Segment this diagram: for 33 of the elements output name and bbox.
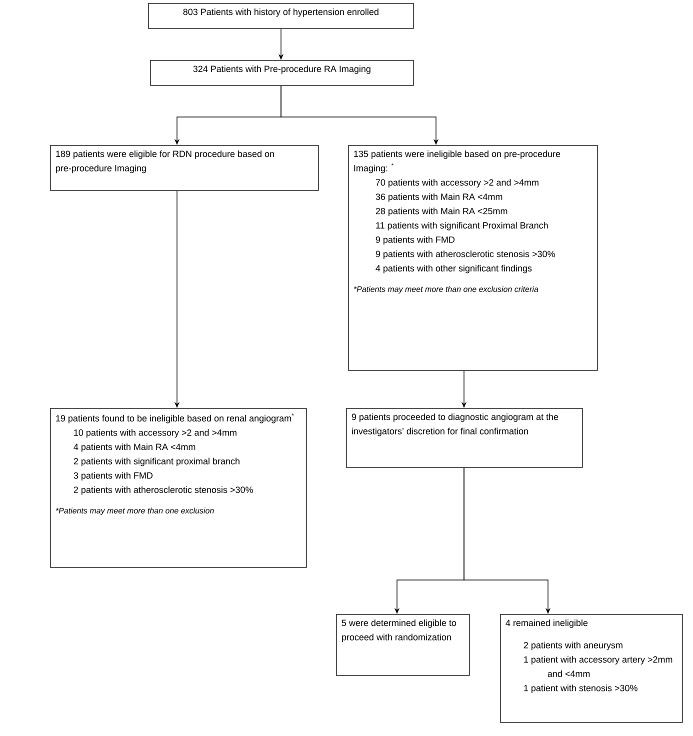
list-item: 10 patients with accessory >2 and >4mm [74, 429, 236, 438]
footnote: *Patients may meet more than one exclusion criteria [354, 286, 538, 294]
flow-box [346, 408, 583, 468]
list-item: 4 patients with Main RA <4mm [74, 443, 196, 452]
box-heading: 9 patients proceeded to diagnostic angiogram at the investigators’ discretion for final confirmation [352, 413, 558, 436]
box-heading: 19 patients found to be ineligible based on renal angiogram$^{*}$ [56, 413, 294, 424]
list-item: 2 patients with significant proximal branch [74, 458, 240, 466]
flow-box [150, 60, 414, 86]
box-heading: 189 patients were eligible for RDN procedure based on pre-procedure Imaging [56, 150, 274, 174]
flow-box [336, 614, 470, 676]
list-item: 9 patients with FMD [376, 236, 455, 245]
box-heading: 324 Patients with Pre-procedure RA Imaging [193, 65, 370, 74]
flow-box [148, 3, 414, 29]
list-item: 11 patients with significant Proximal Branch [376, 222, 548, 230]
list-item: 1 patient with accessory artery >2mm and <4mm [524, 656, 672, 677]
flow-box [50, 145, 319, 191]
list-item: 4 patients with other significant findings [376, 264, 532, 274]
box-heading: 5 were determined eligible to proceed with randomization [342, 619, 456, 642]
box-heading: 135 patients were ineligible based on pre-procedure Imaging: $^{*}$ [354, 150, 560, 174]
list-item: 2 patients with atherosclerotic stenosis >30% [74, 486, 253, 495]
list-item: 70 patients with accessory >2 and >4mm [376, 179, 538, 188]
box-heading: 803 Patients with history of hypertension enrolled [183, 8, 378, 17]
list-item: 9 patients with atherosclerotic stenosis >30% [376, 250, 555, 259]
flow-box [50, 408, 307, 568]
list-item: 36 patients with Main RA <4mm [376, 193, 502, 202]
list-item: 3 patients with FMD [74, 472, 153, 480]
flow-box [500, 614, 683, 723]
box-heading: 4 remained ineligible [506, 619, 588, 628]
footnote: *Patients may meet more than one exclusion [56, 508, 214, 516]
list-item: 2 patients with aneurysm [524, 642, 622, 650]
list-item: 28 patients with Main RA <25mm [376, 208, 508, 216]
list-item: 1 patient with stenosis >30% [524, 684, 638, 694]
flow-box [348, 145, 598, 371]
